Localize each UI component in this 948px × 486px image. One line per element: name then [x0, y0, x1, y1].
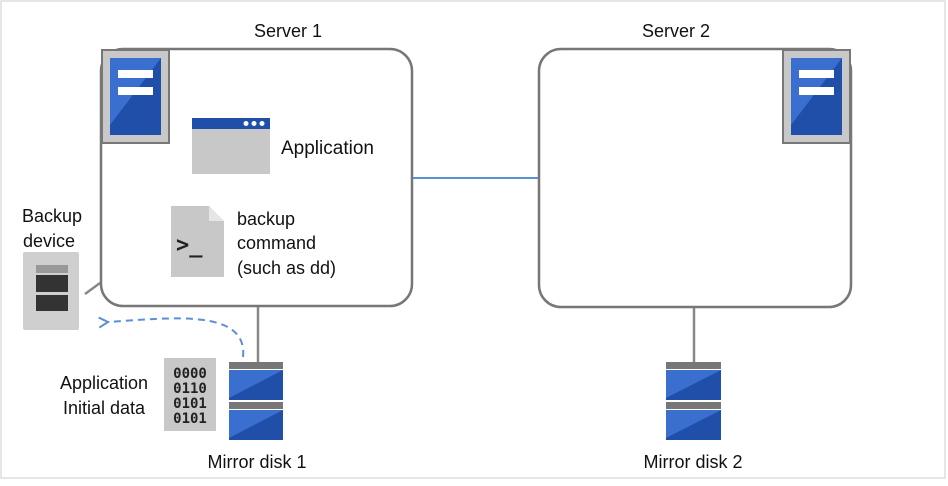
mirror-disk-2-label: Mirror disk 2 [643, 452, 742, 472]
initial-data-line-1: Application [60, 373, 148, 393]
bits-row-4: 0101 [173, 411, 207, 427]
server-icon [782, 49, 851, 144]
disk-icon [229, 362, 283, 440]
terminal-file-icon: >_ [171, 206, 224, 277]
binary-data-icon: 0000 0110 0101 0101 [164, 358, 216, 431]
backup-command-label: backup command (such as dd) [237, 209, 336, 278]
backup-device-icon [23, 252, 79, 330]
backup-device-label: Backup device [22, 206, 82, 251]
bits-row-2: 0110 [173, 381, 207, 397]
server-2-box [537, 47, 853, 309]
server-2: Server 2 [537, 21, 853, 309]
svg-text:>_: >_ [176, 233, 203, 258]
mirror-disk-1-label: Mirror disk 1 [207, 452, 306, 472]
backup-device-line-1: Backup [22, 206, 82, 226]
server-icon [101, 49, 170, 144]
backup-command-line-2: command [237, 233, 316, 253]
server-1-title: Server 1 [254, 21, 322, 41]
application-window-icon [192, 118, 270, 174]
initial-data-line-2: Initial data [63, 398, 146, 418]
disk-icon [666, 362, 721, 440]
server-2-title: Server 2 [642, 21, 710, 41]
application-label: Application [281, 138, 374, 159]
backup-command-line-3: (such as dd) [237, 258, 336, 278]
backup-device-line-2: device [23, 231, 75, 251]
backup-command-line-1: backup [237, 209, 295, 229]
backup-copy-arrow [108, 318, 245, 358]
initial-data-label: Application Initial data [60, 373, 148, 418]
bits-row-3: 0101 [173, 396, 207, 412]
bits-row-1: 0000 [173, 366, 207, 382]
server1-device-link [84, 281, 101, 296]
